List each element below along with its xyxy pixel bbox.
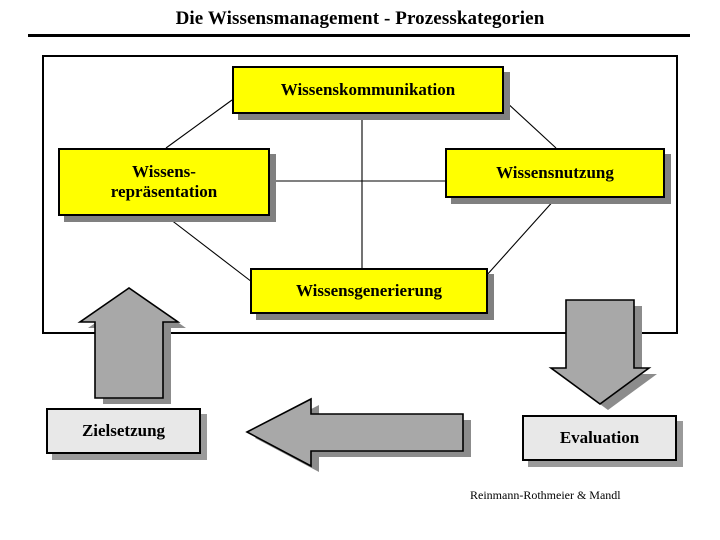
edge-nutzung-generierung <box>485 197 557 277</box>
label-box-label: Evaluation <box>559 428 640 447</box>
process-box-wissensgenerierung[interactable]: Wissensgenerierung <box>250 268 488 314</box>
arrow-down-icon[interactable] <box>548 299 652 405</box>
edge-kommunikation-repraesentation <box>165 99 233 149</box>
process-box-wissenskommunikation[interactable]: Wissenskommunikation <box>232 66 504 114</box>
process-box-label: Wissenskommunikation <box>280 79 456 99</box>
arrow-left-icon[interactable] <box>245 397 464 468</box>
process-box-label-line1: Wissens- <box>132 161 196 181</box>
process-box-label: Wissens- repräsentation <box>111 162 217 202</box>
title-underline <box>28 34 690 37</box>
label-box-label: Zielsetzung <box>81 421 166 440</box>
label-box-zielsetzung[interactable]: Zielsetzung <box>46 408 201 454</box>
label-box-evaluation[interactable]: Evaluation <box>522 415 677 461</box>
edge-kommunikation-nutzung <box>503 99 557 149</box>
process-box-wissensrepraesentation[interactable]: Wissens- repräsentation <box>58 148 270 216</box>
source-attribution: Reinmann-Rothmeier & Mandl <box>470 488 621 502</box>
page-title: Die Wissensmanagement - Prozesskategorie… <box>175 8 545 29</box>
process-box-label-line2: repräsentation <box>110 182 218 201</box>
arrow-up-icon[interactable] <box>77 287 181 399</box>
process-box-wissensnutzung[interactable]: Wissensnutzung <box>445 148 665 198</box>
outer-frame <box>42 55 678 334</box>
edge-repraesentation-generierung <box>165 215 253 283</box>
process-box-label: Wissensnutzung <box>496 162 614 182</box>
process-box-label: Wissensgenerierung <box>295 280 443 300</box>
